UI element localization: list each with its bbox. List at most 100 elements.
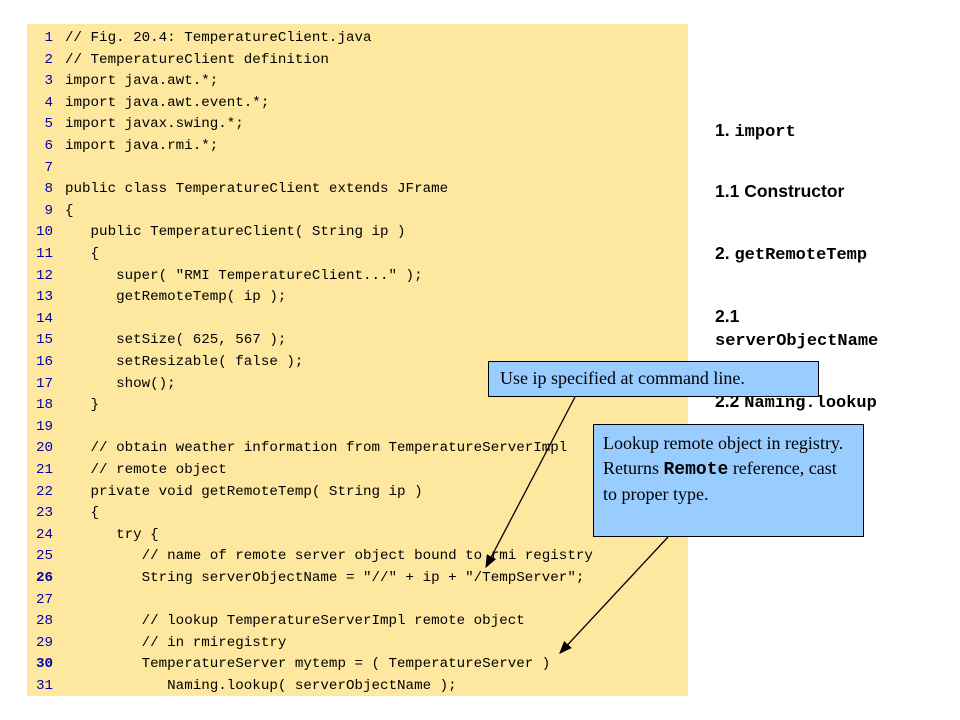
line-number: 5 [44,116,53,133]
callout-lookup-note: Lookup remote object in registry. Return… [593,424,864,537]
code-text: public TemperatureClient( String ip ) [65,224,406,241]
code-line: 19 [27,417,65,439]
code-line: 31 Naming.lookup( serverObjectName ); [27,676,457,698]
code-line: 21 // remote object [27,460,227,482]
outline-code: serverObjectName [715,332,879,351]
code-line: 7 [27,158,65,180]
code-text: { [65,202,74,219]
code-line: 30 TemperatureServer mytemp = ( Temperat… [27,654,550,676]
line-number: 30 [35,656,53,673]
callout-ip-note: Use ip specified at command line. [488,361,819,397]
line-number: 2 [44,51,53,68]
code-line: 27 [27,590,65,612]
line-number: 7 [44,159,53,176]
code-text: // remote object [65,462,227,478]
code-line: 1 // Fig. 20.4: TemperatureClient.java [27,28,372,50]
line-number: 9 [44,202,53,219]
code-line: 8 public class TemperatureClient extends … [27,179,448,201]
code-text: } [65,397,100,414]
line-number: 12 [35,267,53,284]
outline-code: import [734,123,796,142]
code-text: Naming.lookup( serverObjectName ); [65,678,457,694]
callout-text: reference, cast to proper type. [603,457,837,505]
code-text: // name of remote server object bound to… [65,548,593,565]
line-number: 14 [35,310,53,327]
code-line: 25 // name of remote server object bound… [27,546,593,568]
outline-item-constructor: 1.1 Constructor [715,181,845,201]
line-number: 17 [35,375,53,392]
code-line: 23 { [27,503,99,525]
code-text: String serverObjectName = "//" + ip + "/… [65,570,585,586]
code-text: // lookup TemperatureServerImpl remote o… [65,613,525,630]
code-text: import java.rmi.*; [65,138,219,154]
code-text: import java.awt.event.*; [65,94,270,111]
line-number: 11 [35,246,53,262]
code-line: 26 String serverObjectName = "//" + ip +… [27,568,584,590]
code-text: // in rmiregistry [65,634,287,651]
code-text: setResizable( false ); [65,354,304,370]
code-text: import java.awt.*; [65,73,219,90]
code-text: setSize( 625, 567 ); [65,332,287,349]
arrow-to-line-30 [559,536,669,654]
line-number: 27 [35,591,53,608]
line-number: 8 [44,181,53,198]
code-text: { [65,505,100,522]
code-text: private void getRemoteTemp( String ip ) [65,483,423,500]
outline-item-import: 1. import [715,120,796,142]
code-text: getRemoteTemp( ip ); [65,289,287,306]
code-line: 4 import java.awt.event.*; [27,93,269,115]
line-number: 31 [35,678,53,694]
code-text: { [65,246,100,262]
code-line: 13 getRemoteTemp( ip ); [27,287,286,309]
code-line: 20 // obtain weather information from Te… [27,438,567,460]
outline-number: 2. [715,243,735,263]
line-number: 24 [35,526,53,543]
code-line: 24 try { [27,525,159,547]
code-text: public class TemperatureClient extends J… [65,181,449,198]
line-number: 19 [35,418,53,435]
code-line: 12 super( "RMI TemperatureClient..." ); [27,266,423,288]
outline-item-serverobjectname-code: serverObjectName [715,329,878,351]
code-line: 2// TemperatureClient definition [27,50,328,72]
code-line: 15 setSize( 625, 567 ); [27,330,286,352]
outline-number: 1. [715,120,735,140]
code-line: 10 public TemperatureClient( String ip ) [27,222,406,244]
code-text: // obtain weather information from Tempe… [65,440,568,457]
line-number: 26 [35,570,53,586]
line-number: 6 [44,138,53,154]
line-number: 20 [35,440,53,457]
code-text: show(); [65,375,176,392]
outline-code: getRemoteTemp [734,246,868,265]
code-line: 3 import java.awt.*; [27,71,218,93]
line-number: 13 [35,289,53,306]
line-number: 23 [35,505,53,522]
callout-code: Remote [663,459,729,480]
code-text: import javax.swing.*; [65,116,244,133]
callout-text: Lookup remote object in registry. Return… [603,433,844,478]
code-line: 6 import java.rmi.*; [27,136,218,158]
code-line: 29 // in rmiregistry [27,633,286,655]
outline-code: Naming.lookup [744,394,877,413]
line-number: 21 [35,462,53,478]
code-text: // Fig. 20.4: TemperatureClient.java [65,30,372,46]
code-line: 9{ [27,201,74,223]
code-line: 16 setResizable( false ); [27,352,303,374]
code-line: 22 private void getRemoteTemp( String ip… [27,482,423,504]
line-number: 1 [44,30,53,46]
line-number: 15 [35,332,53,349]
code-line: 14 [27,309,65,331]
line-number: 16 [35,354,53,370]
line-number: 25 [35,548,53,565]
line-number: 3 [44,73,53,90]
code-text: TemperatureServer mytemp = ( Temperature… [65,656,551,673]
code-line: 28 // lookup TemperatureServerImpl remot… [27,611,525,633]
code-line: 17 show(); [27,374,176,396]
callout-text: Use ip specified at command line. [500,368,745,388]
line-number: 22 [35,483,53,500]
code-line: 5 import javax.swing.*; [27,114,244,136]
arrow-to-line-26 [485,396,576,569]
line-number: 4 [44,94,53,111]
line-number: 28 [35,613,53,630]
